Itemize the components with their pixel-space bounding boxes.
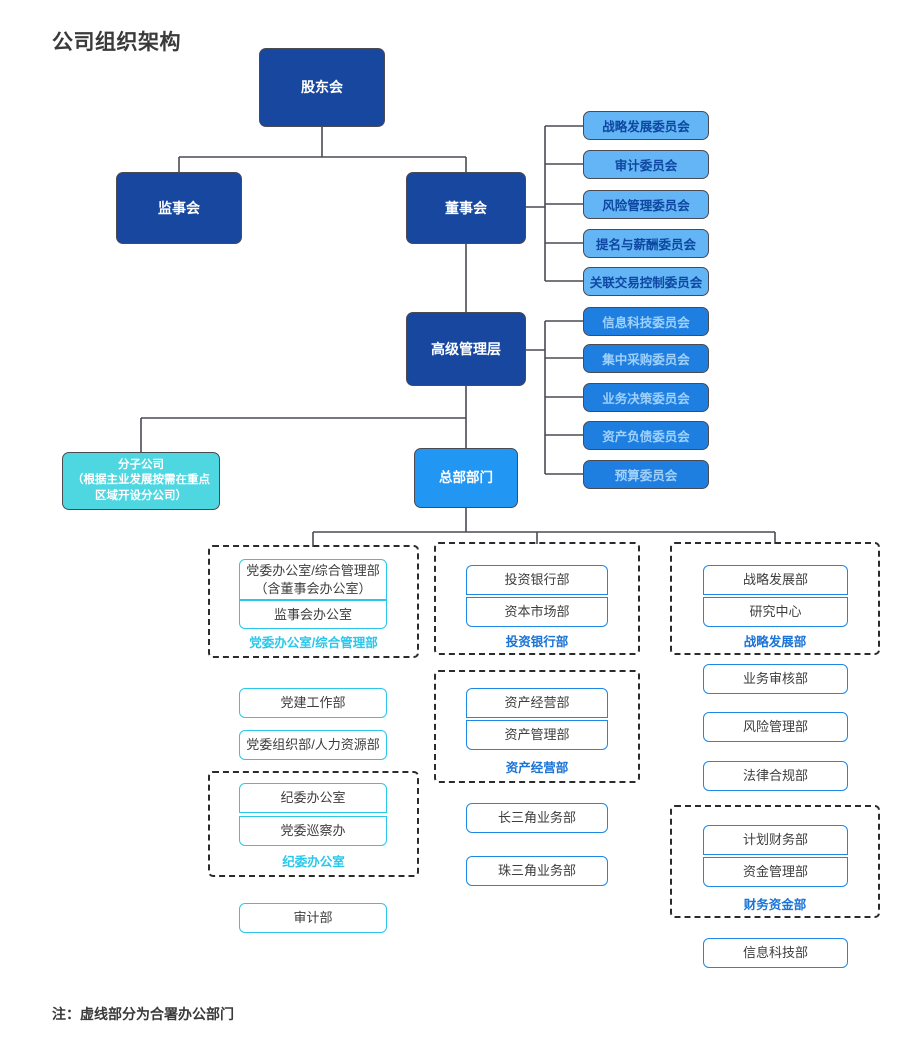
dept-business-review[interactable]: 业务审核部 [703,664,848,694]
dept-label: 党委巡察办 [280,823,346,839]
dept-label: 党委组织部/人力资源部 [246,737,380,753]
merge-group-label-discipline-office: 纪委办公室 [282,855,345,869]
committee-label: 风险管理委员会 [602,199,690,213]
committee-label: 资产负债委员会 [602,430,690,444]
node-label: 总部部门 [439,469,493,485]
committee-board-0[interactable]: 战略发展委员会 [583,111,709,140]
dept-legal-compliance[interactable]: 法律合规部 [703,761,848,791]
dept-supervisory-office[interactable]: 监事会办公室 [239,600,387,629]
dept-yangtze-delta-business[interactable]: 长三角业务部 [466,803,608,833]
dept-audit[interactable]: 审计部 [239,903,387,933]
dept-label: 资金管理部 [742,864,808,880]
node-supervisory-board[interactable]: 监事会 [116,172,242,244]
committee-label: 预算委员会 [614,469,678,483]
merge-group-asset-operation [434,670,640,783]
dept-planning-finance[interactable]: 计划财务部 [703,825,848,855]
committee-label: 提名与薪酬委员会 [595,238,696,252]
merge-group-discipline-office [208,771,419,877]
committee-board-3[interactable]: 提名与薪酬委员会 [583,229,709,258]
node-label: 高级管理层 [431,340,501,357]
committee-mgmt-3[interactable]: 资产负债委员会 [583,421,709,450]
committee-mgmt-2[interactable]: 业务决策委员会 [583,383,709,412]
dept-label: 战略发展部 [742,572,808,588]
dept-risk-management[interactable]: 风险管理部 [703,712,848,742]
dept-asset-management[interactable]: 资产管理部 [466,720,608,750]
node-label: 监事会 [158,199,200,216]
dept-discipline-office[interactable]: 纪委办公室 [239,783,387,813]
node-label: 董事会 [445,199,487,216]
merge-group-label-investment-banking: 投资银行部 [505,635,569,649]
dept-label-line1: 党委办公室/综合管理部 [246,562,380,578]
footnote-note: 注：虚线部分为合署办公部门 [52,1006,234,1022]
dept-label: 资本市场部 [504,604,570,620]
committee-label: 业务决策委员会 [602,392,690,406]
committee-mgmt-4[interactable]: 预算委员会 [583,460,709,489]
dept-label: 监事会办公室 [273,606,352,622]
merge-group-label-strategy-development: 战略发展部 [743,635,807,649]
dept-label: 业务审核部 [742,671,808,687]
dept-label: 长三角业务部 [497,810,576,826]
committee-board-4[interactable]: 关联交易控制委员会 [583,267,709,296]
dept-label: 审计部 [293,910,333,926]
merge-group-finance-treasury [670,805,880,918]
dept-label: 法律合规部 [742,768,808,784]
dept-asset-operation[interactable]: 资产经营部 [466,688,608,718]
committee-label: 战略发展委员会 [602,120,690,134]
dept-capital-markets[interactable]: 资本市场部 [466,597,608,627]
dept-hr[interactable]: 党委组织部/人力资源部 [239,730,387,760]
committee-label: 信息科技委员会 [602,316,690,330]
committee-label: 关联交易控制委员会 [589,276,703,290]
committee-mgmt-1[interactable]: 集中采购委员会 [583,344,709,373]
node-board-of-directors[interactable]: 董事会 [406,172,526,244]
committee-mgmt-0[interactable]: 信息科技委员会 [583,307,709,336]
dept-party-building[interactable]: 党建工作部 [239,688,387,718]
dept-label: 纪委办公室 [280,790,346,806]
dept-label: 资产管理部 [504,727,570,743]
merge-group-investment-banking [434,542,640,655]
merge-group-label-party-office: 党委办公室/综合管理部 [249,636,378,650]
dept-strategy-development[interactable]: 战略发展部 [703,565,848,595]
dept-party-committee-office[interactable]: 党委办公室/综合管理部 （含董事会办公室） [239,559,387,600]
dept-label: 风险管理部 [742,719,808,735]
dept-information-technology[interactable]: 信息科技部 [703,938,848,968]
dept-pearl-delta-business[interactable]: 珠三角业务部 [466,856,608,886]
dept-investment-banking[interactable]: 投资银行部 [466,565,608,595]
dept-label-line2: （含董事会办公室） [254,580,372,596]
subsidiary-line-2: （根据主业发展按需在重点 [72,474,210,487]
merge-group-party-office [208,545,419,658]
dept-research-center[interactable]: 研究中心 [703,597,848,627]
committee-board-1[interactable]: 审计委员会 [583,150,709,179]
dept-label: 信息科技部 [742,945,808,961]
subsidiary-line-1: 分子公司 [118,458,164,471]
node-subsidiary[interactable]: 分子公司 （根据主业发展按需在重点 区域开设分公司） [62,452,220,510]
committee-label: 审计委员会 [614,159,678,173]
dept-treasury-management[interactable]: 资金管理部 [703,857,848,887]
dept-label: 研究中心 [749,604,802,620]
committee-label: 集中采购委员会 [602,353,690,367]
merge-group-label-asset-operation: 资产经营部 [505,761,569,775]
node-label: 股东会 [301,79,343,96]
subsidiary-line-3: 区域开设分公司） [95,489,187,502]
committee-board-2[interactable]: 风险管理委员会 [583,190,709,219]
dept-label: 投资银行部 [504,572,570,588]
node-shareholders[interactable]: 股东会 [259,48,385,127]
node-senior-management[interactable]: 高级管理层 [406,312,526,386]
page-title: 公司组织架构 [52,31,181,54]
dept-party-inspection[interactable]: 党委巡察办 [239,816,387,846]
dept-label: 党建工作部 [280,695,346,711]
dept-label: 资产经营部 [504,695,570,711]
dept-label: 计划财务部 [742,832,808,848]
dept-label: 珠三角业务部 [497,863,576,879]
node-headquarters[interactable]: 总部部门 [414,448,518,508]
merge-group-strategy-development [670,542,880,655]
merge-group-label-finance-treasury: 财务资金部 [743,898,807,912]
